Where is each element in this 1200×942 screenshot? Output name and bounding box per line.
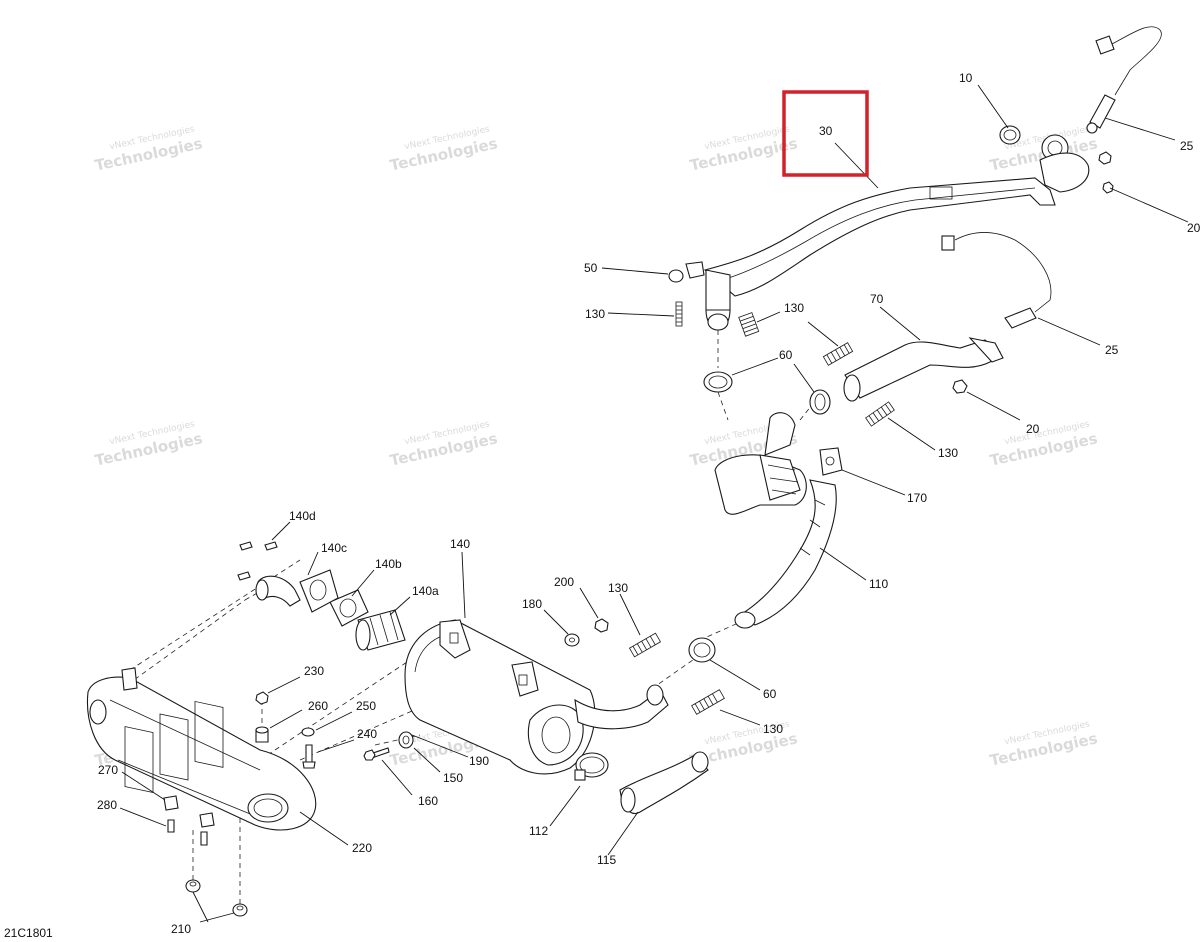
seal-ring-60-bottom — [688, 637, 716, 663]
callout-260: 260 — [308, 699, 328, 713]
clamp-112 — [574, 752, 609, 781]
callout-280: 280 — [97, 798, 117, 812]
callout-240: 240 — [357, 727, 377, 741]
seal-ring-60-top — [703, 371, 831, 415]
callout-150: 150 — [443, 771, 463, 785]
front-pipe-70 — [843, 337, 1004, 402]
callout-230: 230 — [304, 664, 324, 678]
clip-270 — [163, 795, 215, 828]
callout-70: 70 — [870, 292, 884, 306]
callout-190: 190 — [469, 754, 489, 768]
callout-160: 160 — [418, 794, 438, 808]
gasket-ring-10 — [999, 125, 1021, 145]
flange-140c — [299, 569, 339, 613]
nut-200 — [594, 618, 609, 633]
callout-130: 130 — [784, 301, 804, 315]
callout-200: 200 — [554, 575, 574, 589]
callout-50: 50 — [584, 261, 598, 275]
grommet-210 — [185, 879, 248, 917]
callout-140c: 140c — [321, 541, 347, 555]
callout-140: 140 — [450, 537, 470, 551]
bolt-160 — [363, 747, 390, 761]
callout-112: 112 — [529, 824, 548, 838]
callout-20: 20 — [1026, 422, 1040, 436]
pipe-110 — [734, 479, 837, 629]
bushing-150 — [398, 731, 414, 749]
callout-250: 250 — [356, 699, 376, 713]
callout-10: 10 — [959, 71, 973, 85]
springs-130-top — [675, 301, 854, 366]
callout-labels: 10 25 20 30 25 50 130 130 70 60 20 130 1… — [97, 71, 1200, 936]
callout-60: 60 — [779, 348, 793, 362]
nut-230 — [255, 691, 269, 705]
bracket-50 — [668, 261, 705, 283]
screw-280 — [167, 819, 208, 846]
callout-25: 25 — [1180, 139, 1194, 153]
callout-115: 115 — [597, 853, 616, 867]
leader-lines — [119, 84, 1189, 923]
diagram-code: 21C1801 — [4, 926, 53, 940]
springs-130-lower — [628, 632, 725, 715]
spacer-260 — [255, 726, 269, 743]
spring-130-mid — [865, 379, 968, 427]
callout-140d: 140d — [289, 509, 316, 523]
callout-140b: 140b — [375, 557, 402, 571]
callout-270: 270 — [98, 763, 118, 777]
catalyst-140a — [355, 609, 406, 651]
callout-130: 130 — [585, 307, 605, 321]
callout-180: 180 — [522, 597, 542, 611]
oxygen-sensor-25-top — [1086, 26, 1162, 134]
muffler-140 — [404, 619, 669, 775]
washer-250 — [301, 727, 315, 737]
elbow-pipe-140c — [255, 575, 301, 607]
flange-gasket-140b — [329, 589, 369, 627]
oxygen-sensor-25-mid — [941, 232, 1052, 329]
bolts-140d — [237, 541, 278, 581]
nut-20-top — [1098, 151, 1114, 194]
callout-130: 130 — [938, 446, 958, 460]
callout-170: 170 — [907, 491, 927, 505]
tailpipe-115 — [619, 751, 709, 814]
head-pipe-30 — [703, 134, 1090, 331]
callout-140a: 140a — [412, 584, 439, 598]
callout-220: 220 — [352, 841, 372, 855]
callout-60: 60 — [763, 687, 777, 701]
callout-210: 210 — [171, 922, 191, 936]
highlight-box-callout-30 — [782, 90, 869, 177]
callout-25: 25 — [1105, 343, 1119, 357]
callout-130: 130 — [608, 581, 628, 595]
heat-shield-220 — [86, 667, 317, 831]
callout-30: 30 — [819, 124, 833, 138]
bolt-240 — [302, 744, 316, 769]
callout-20: 20 — [1187, 221, 1200, 235]
callout-130: 130 — [763, 722, 783, 736]
washer-180 — [564, 633, 580, 647]
callout-110: 110 — [869, 577, 888, 591]
y-pipe-assembly — [714, 412, 843, 515]
assembly-guide-lines — [119, 330, 821, 905]
